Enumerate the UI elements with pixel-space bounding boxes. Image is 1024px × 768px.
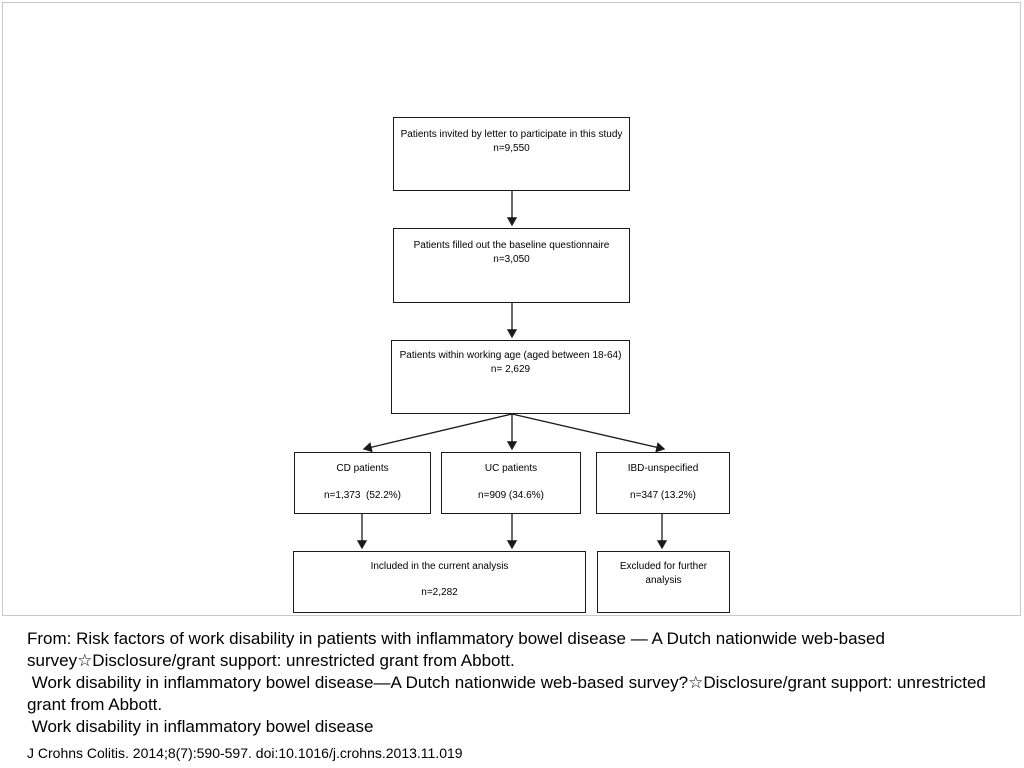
box-included-count: n=2,282 — [421, 587, 458, 598]
box-included-analysis: Included in the current analysis n=2,282 — [293, 551, 586, 613]
box-included-label: Included in the current analysis — [370, 561, 509, 572]
box-uc-label: UC patients — [484, 463, 538, 474]
caption-short-title: Work disability in inflammatory bowel di… — [27, 717, 374, 736]
box-ibd-count: n=347 (13.2%) — [630, 490, 696, 501]
box-baseline-questionnaire: Patients filled out the baseline questio… — [393, 228, 630, 303]
caption-from: From: Risk factors of work disability in… — [27, 629, 890, 670]
box-working-age: Patients within working age (aged betwee… — [391, 340, 630, 414]
box-invited-patients-text: Patients invited by letter to participat… — [400, 129, 623, 154]
box-uc-count: n=909 (34.6%) — [478, 490, 544, 501]
flowchart-connectors — [356, 191, 668, 550]
slide-frame — [2, 2, 1021, 616]
box-working-age-text: Patients within working age (aged betwee… — [399, 350, 622, 375]
box-ibd-unspecified: IBD-unspecified n=347 (13.2%) — [596, 452, 730, 514]
box-cd-count: n=1,373 (52.2%) — [324, 490, 401, 501]
box-excluded-text: Excluded for further analysis — [619, 561, 708, 586]
arrow-working-age-to-cd — [362, 413, 513, 453]
box-uc-patients: UC patients n=909 (34.6%) — [441, 452, 581, 514]
box-baseline-label: Patients filled out the baseline questio… — [413, 240, 610, 251]
box-baseline-count: n=3,050 — [493, 254, 530, 265]
box-excluded: Excluded for further analysis — [597, 551, 730, 613]
arrow-working-age-to-ibd — [511, 413, 666, 453]
box-invited-patients: Patients invited by letter to participat… — [393, 117, 630, 191]
figure-caption: From: Risk factors of work disability in… — [27, 628, 1007, 738]
citation: J Crohns Colitis. 2014;8(7):590-597. doi… — [27, 745, 463, 761]
box-ibd-label: IBD-unspecified — [627, 463, 699, 474]
caption-title-repeat: Work disability in inflammatory bowel di… — [27, 673, 991, 714]
box-cd-label: CD patients — [336, 463, 389, 474]
box-cd-patients: CD patients n=1,373 (52.2%) — [294, 452, 431, 514]
